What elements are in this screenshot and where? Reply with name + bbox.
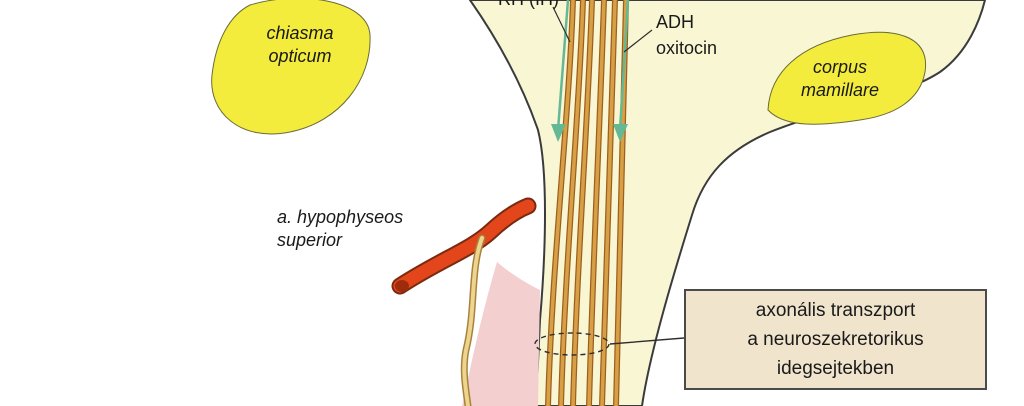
chiasma-opticum-shape (211, 0, 371, 135)
transport-line-2: a neuroszekretorikus (747, 329, 924, 350)
axon-fiber (559, 0, 585, 406)
chiasma-opticum-label: chiasma opticum (252, 22, 348, 68)
transport-arrows (551, 0, 630, 142)
axon-fiber (587, 0, 606, 406)
transport-ring (534, 332, 610, 356)
axon-bundle (545, 0, 629, 406)
adh-label: ADH (656, 12, 695, 32)
transport-line-3: idegsejtekben (776, 358, 895, 379)
chiasma-line-1: chiasma (266, 23, 334, 43)
corpus-line-2: mamillare (800, 80, 879, 100)
rh-ih-label: RH (IH) (498, 0, 559, 11)
axonal-transport-box: axonális transzport a neuroszekretorikus… (684, 289, 987, 390)
artery-label: a. hypophyseos superior (277, 206, 403, 252)
adh-leader-line (623, 29, 653, 53)
transport-line-1: axonális transzport (755, 300, 916, 321)
chiasma-line-2: opticum (268, 46, 332, 66)
arrow-head-left (551, 124, 566, 142)
axon-fiber (546, 0, 575, 406)
oxitocin-label: oxitocin (656, 38, 718, 58)
artery-opening (395, 280, 409, 292)
artery-line-2: superior (277, 230, 343, 250)
axon-fiber (571, 0, 594, 406)
corpus-line-1: corpus (812, 57, 868, 77)
artery-line-1: a. hypophyseos (277, 207, 404, 227)
transport-pointer-line (609, 337, 685, 345)
arrow-head-right (613, 124, 628, 142)
pink-tissue (462, 262, 540, 406)
artery-fill (393, 199, 535, 293)
rh-leader-line (552, 6, 571, 43)
capillary-vessel-fill (462, 236, 484, 406)
corpus-mamillare-label: corpus mamillare (782, 56, 898, 102)
axon-fiber (600, 0, 617, 406)
corpus-mamillare-shape (767, 31, 927, 125)
